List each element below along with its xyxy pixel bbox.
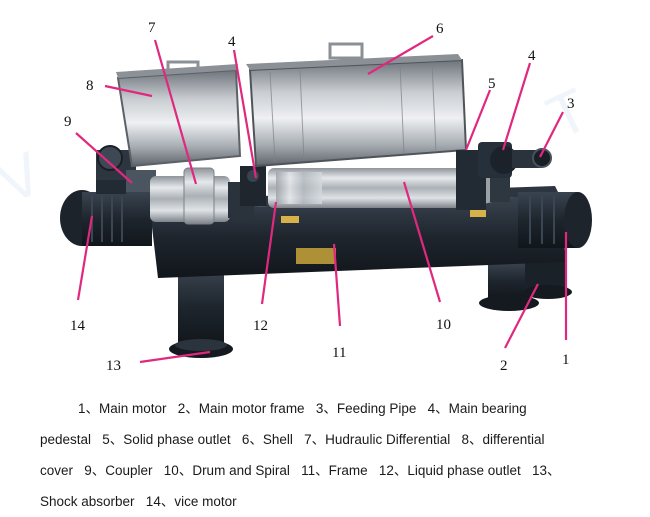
leader-7 bbox=[153, 39, 198, 185]
callout-1: 1 bbox=[562, 352, 570, 368]
shock-absorber-right bbox=[479, 258, 572, 311]
machine-diagram: V T bbox=[0, 20, 599, 374]
main-bearing-pedestal-left bbox=[240, 166, 266, 206]
svg-text:T: T bbox=[537, 76, 599, 152]
callout-8: 8 bbox=[86, 78, 94, 94]
vice-motor bbox=[60, 176, 152, 246]
callout-13: 13 bbox=[106, 358, 121, 374]
differential-cover bbox=[116, 60, 242, 168]
callout-2: 2 bbox=[500, 358, 508, 374]
callout-numbers: 7 6 4 4 8 5 3 9 14 12 10 11 13 2 1 bbox=[64, 20, 575, 374]
solid-phase-outlet bbox=[456, 142, 518, 210]
callout-6: 6 bbox=[436, 21, 444, 37]
leader-14 bbox=[76, 215, 94, 301]
callout-10: 10 bbox=[436, 317, 451, 333]
decanter-centrifuge-illustration bbox=[60, 42, 592, 358]
main-motor bbox=[518, 192, 592, 248]
callout-11: 11 bbox=[332, 345, 346, 361]
leader-8 bbox=[104, 84, 153, 98]
leader-9 bbox=[75, 132, 133, 184]
feeding-pipe bbox=[512, 148, 552, 168]
callout-4-right: 4 bbox=[528, 48, 536, 64]
leader-4a bbox=[232, 49, 258, 179]
callout-7: 7 bbox=[148, 20, 156, 36]
leader-6 bbox=[367, 35, 434, 75]
callout-4-left: 4 bbox=[228, 34, 236, 50]
leader-12 bbox=[260, 201, 278, 305]
callout-14: 14 bbox=[70, 318, 86, 334]
leader-4b bbox=[501, 62, 532, 151]
leader-2 bbox=[504, 283, 539, 349]
hydraulic-differential bbox=[150, 167, 254, 225]
legend-line-1: 1、Main motor 2、Main motor frame 3、Feedin… bbox=[78, 401, 527, 416]
leader-13 bbox=[139, 350, 211, 364]
coupler-assembly bbox=[96, 145, 156, 192]
legend-line-3: cover 9、Coupler 10、Drum and Spiral 11、Fr… bbox=[40, 463, 561, 478]
shell-cover bbox=[246, 42, 468, 168]
leader-3 bbox=[539, 111, 564, 158]
leader-5 bbox=[464, 89, 492, 151]
leader-11 bbox=[332, 243, 342, 327]
legend-line-2: pedestal 5、Solid phase outlet 6、Shell 7、… bbox=[40, 432, 545, 447]
callout-12: 12 bbox=[253, 318, 268, 334]
callout-5: 5 bbox=[488, 76, 496, 92]
svg-text:V: V bbox=[0, 139, 52, 217]
leader-lines bbox=[75, 35, 568, 364]
callout-3: 3 bbox=[567, 96, 575, 112]
shock-absorber-left bbox=[169, 268, 233, 358]
legend-line-4: Shock absorber 14、vice motor bbox=[40, 494, 237, 509]
parts-legend: 1、Main motor 2、Main motor frame 3、Feedin… bbox=[40, 393, 620, 517]
leader-10 bbox=[402, 181, 442, 303]
callout-9: 9 bbox=[64, 114, 72, 130]
